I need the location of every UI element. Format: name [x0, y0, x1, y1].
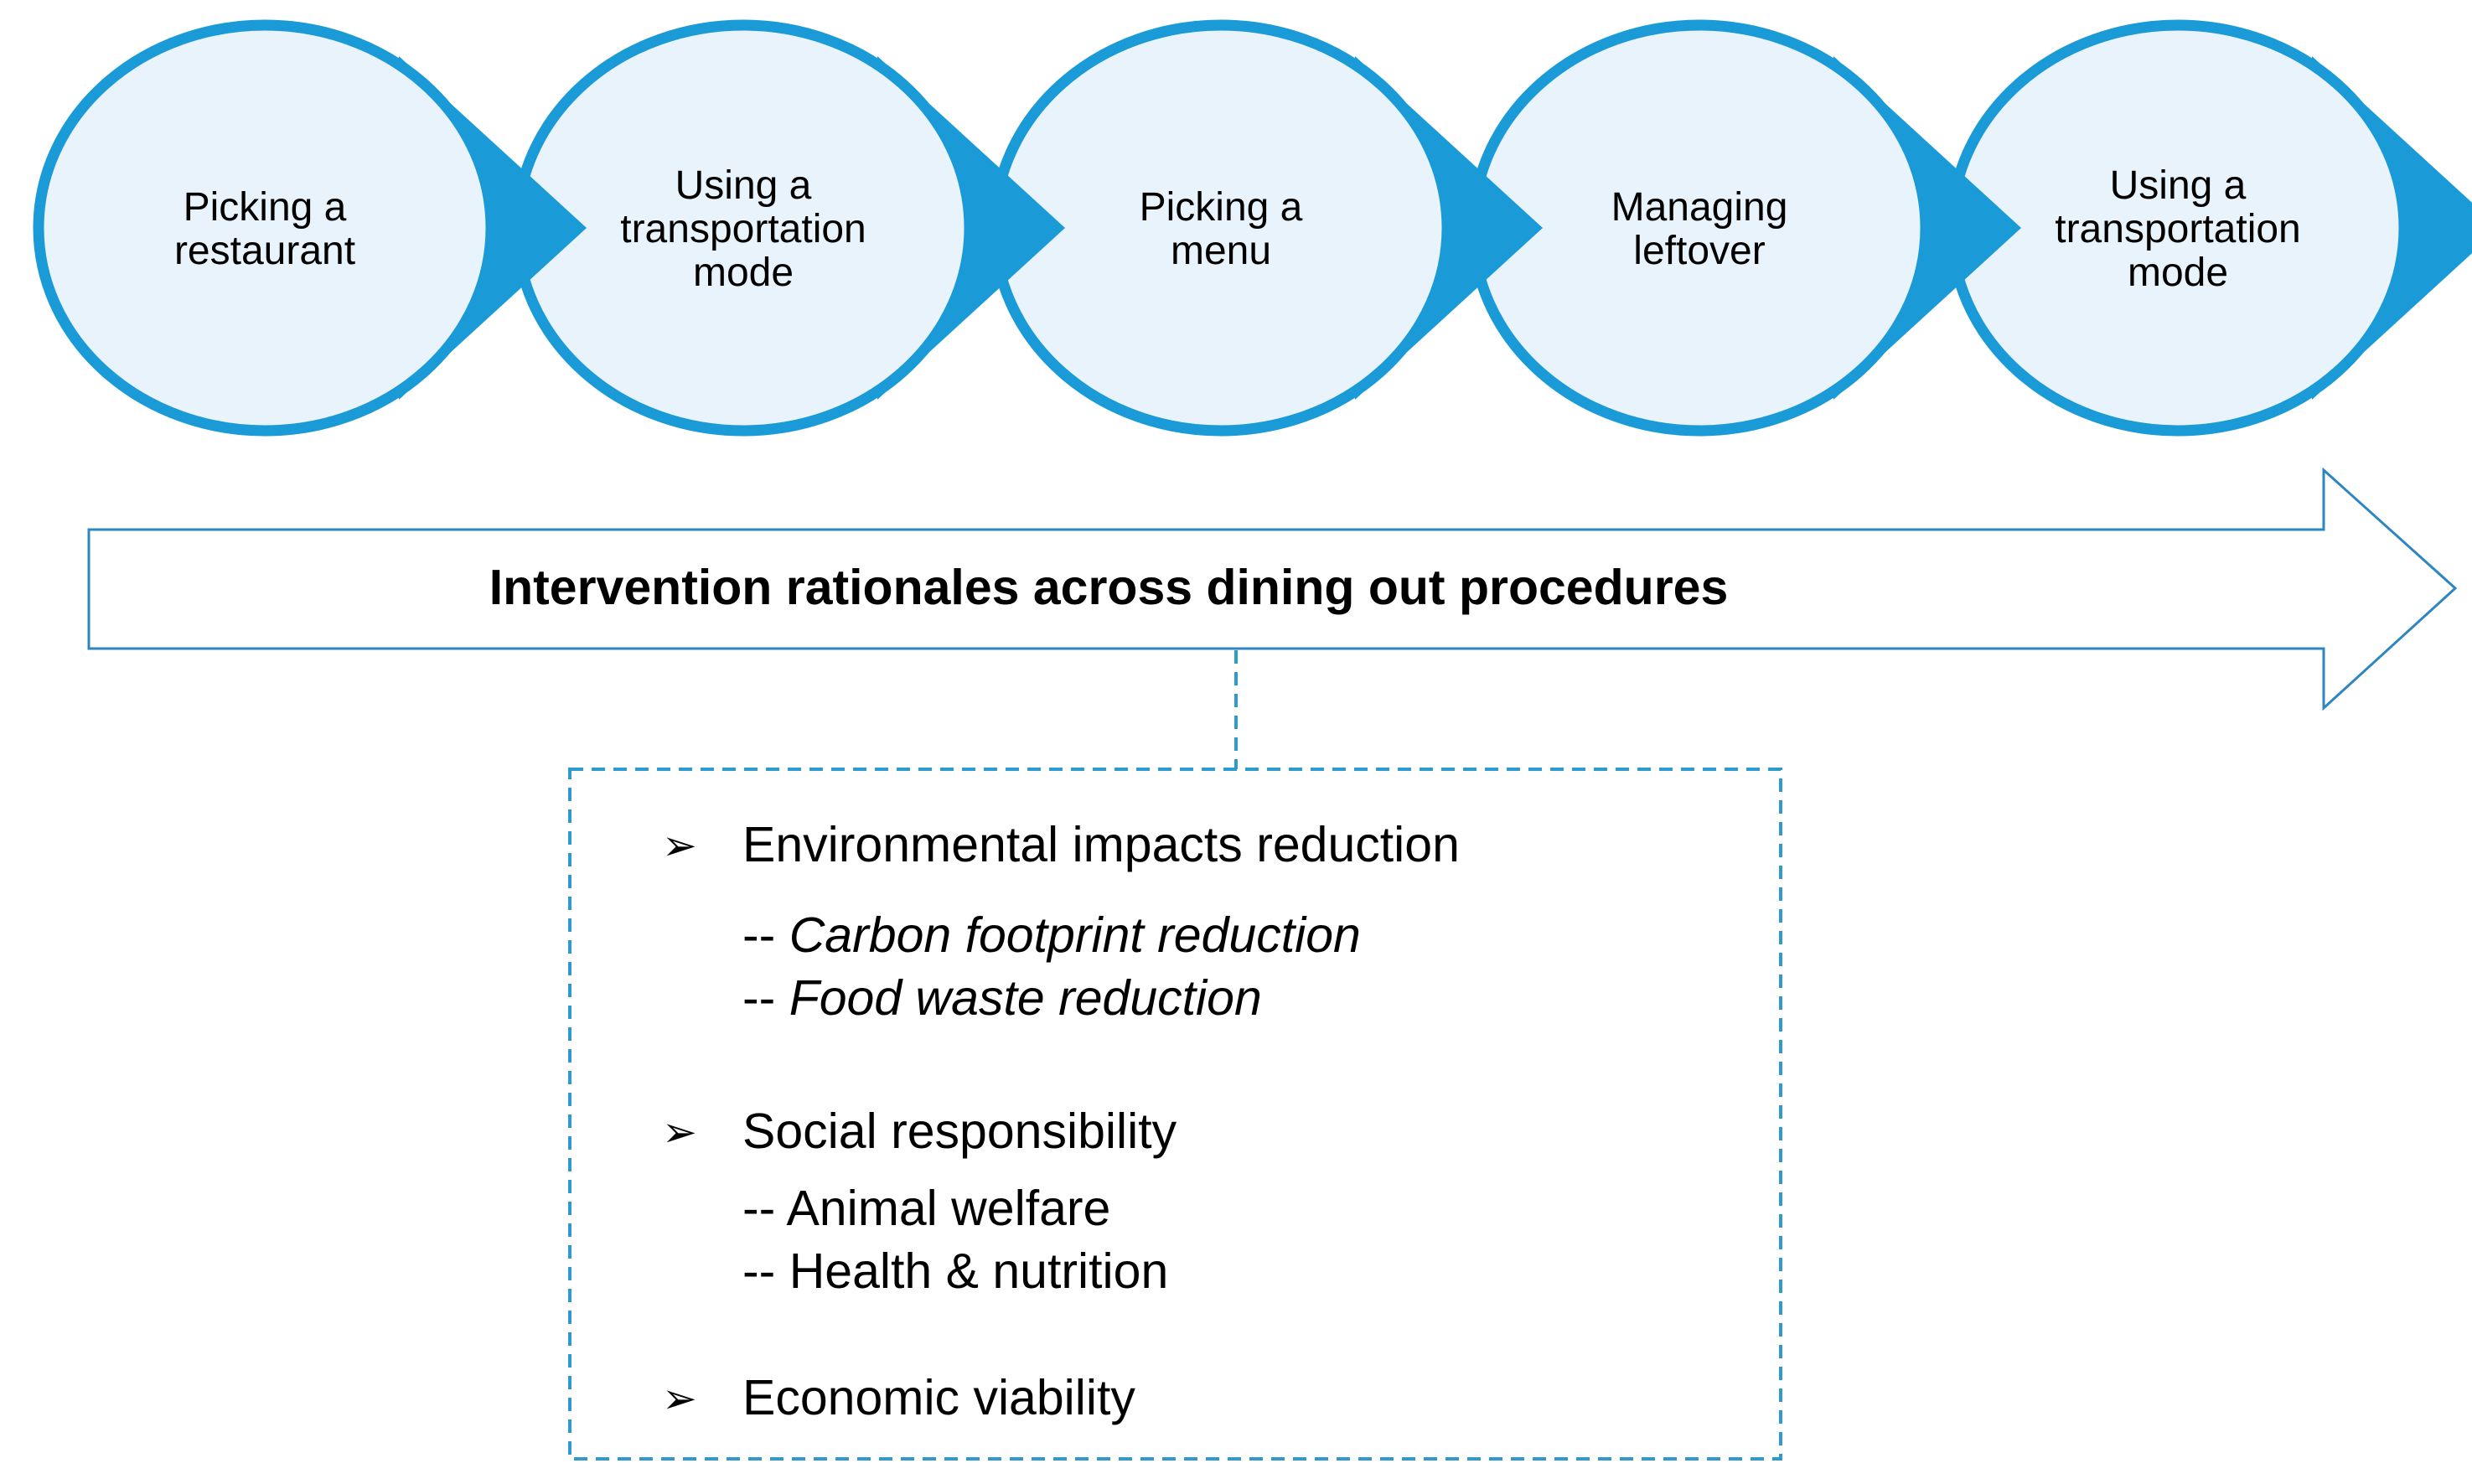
rationale-item-prefix: --: [742, 970, 789, 1026]
step-label-line: restaurant: [174, 229, 355, 273]
banner-arrow-shape: [87, 467, 2458, 711]
rationale-item: -- Health & nutrition: [742, 1244, 1168, 1299]
procedure-steps: Using atransportationmodeManagingleftove…: [33, 19, 2472, 437]
step-label-line: menu: [1171, 229, 1271, 273]
rationale-group: ➢ Environmental impacts reduction -- Carbo…: [662, 817, 1460, 1026]
arrowhead-bullet-icon: ➢: [662, 821, 697, 870]
rationale-heading: Environmental impacts reduction: [742, 817, 1460, 872]
rationale-box: ➢ Environmental impacts reduction -- Carbo…: [568, 768, 1782, 1461]
step-label-line: mode: [693, 251, 794, 295]
step-label-line: Using a: [675, 163, 812, 208]
step-label-line: Using a: [2110, 163, 2247, 208]
step-label-line: Managing: [1611, 185, 1788, 230]
step-label-line: transportation: [620, 207, 866, 251]
step-label-line: Picking a: [1140, 185, 1303, 230]
step-circle: [33, 19, 497, 437]
arrowhead-bullet-icon: ➢: [662, 1108, 697, 1156]
rationale-group: ➢Social responsibility-- Animal welfare-…: [662, 1104, 1177, 1299]
step-label-line: Picking a: [184, 185, 347, 230]
rationale-group: ➢ Economic viability: [662, 1370, 1135, 1425]
arrowhead-bullet-icon: ➢: [662, 1374, 697, 1423]
rationale-item-text: Carbon footprint reduction: [789, 907, 1361, 963]
step-label-line: transportation: [2055, 207, 2301, 251]
banner-label: Intervention rationales across dining ou…: [489, 560, 1729, 615]
rationale-item: -- Food waste reduction: [742, 970, 1262, 1026]
step-label-line: leftover: [1633, 229, 1765, 273]
rationale-item-text: Health & nutrition: [789, 1244, 1169, 1299]
rationale-heading: Social responsibility: [742, 1104, 1177, 1159]
rationale-heading: Economic viability: [742, 1370, 1135, 1425]
rationale-item-text: Food waste reduction: [789, 970, 1262, 1026]
step-label-line: mode: [2128, 251, 2228, 295]
banner-arrow: Intervention rationales across dining ou…: [87, 467, 2458, 711]
rationale-item: -- Carbon footprint reduction: [742, 907, 1361, 963]
rationale-item-prefix: --: [742, 907, 789, 963]
rationale-item-prefix: --: [742, 1181, 786, 1236]
rationale-box-border: [568, 768, 1782, 1461]
rationale-item: -- Animal welfare: [742, 1181, 1110, 1236]
rationale-item-prefix: --: [742, 1244, 789, 1299]
rationale-item-text: Animal welfare: [786, 1181, 1110, 1236]
